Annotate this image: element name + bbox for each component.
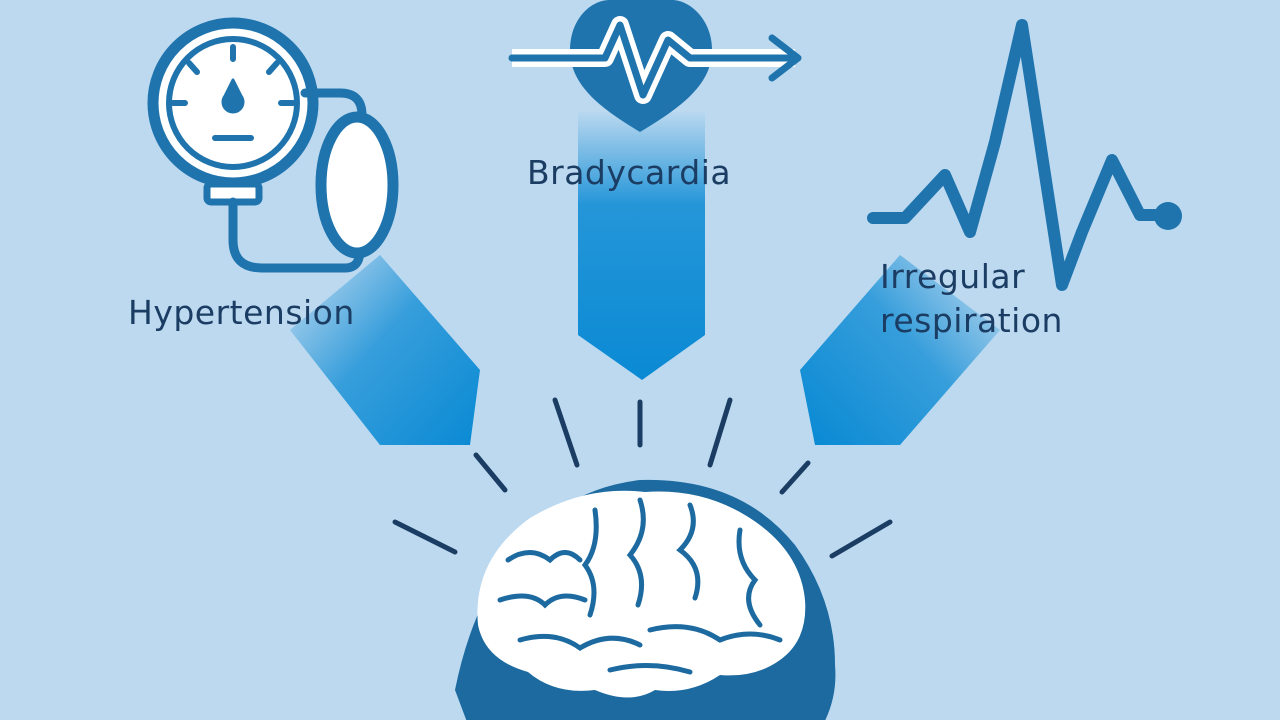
label-irregular-line2: respiration [880, 301, 1063, 340]
arrow-left [290, 255, 480, 445]
radiating-lines [392, 397, 893, 559]
label-bradycardia: Bradycardia [527, 153, 732, 192]
brain-head-icon [455, 479, 836, 720]
sphygmomanometer-icon [147, 17, 399, 273]
label-hypertension: Hypertension [128, 293, 355, 332]
heart-ecg-icon [508, 0, 802, 132]
arrow-right [800, 255, 1000, 445]
arrow-middle [578, 112, 705, 380]
label-irregular-respiration: Irregular respiration [880, 255, 1063, 343]
label-irregular-line1: Irregular [880, 257, 1026, 296]
waveform-icon [867, 19, 1182, 291]
